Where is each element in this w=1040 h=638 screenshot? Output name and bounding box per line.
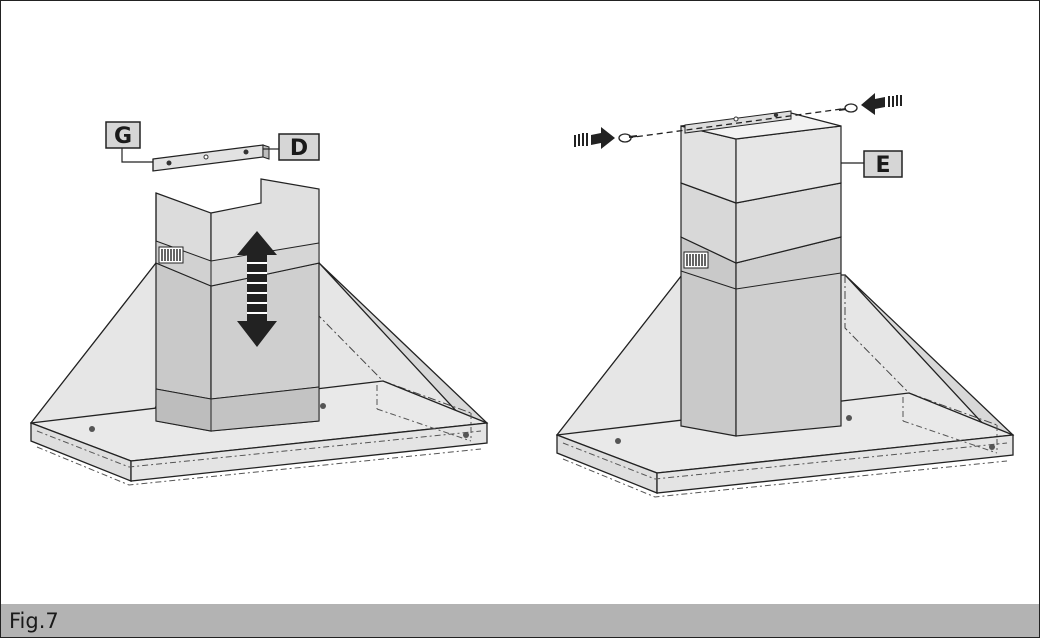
- label-d: D: [290, 136, 308, 161]
- screw-right: [838, 103, 858, 113]
- hood-left: [30, 144, 488, 486]
- hood-right-chimney: [680, 110, 864, 437]
- label-g-box: G: [105, 121, 141, 149]
- label-d-box: D: [278, 133, 320, 161]
- vent-grille-right: [683, 251, 709, 269]
- caption-bar: Fig.7: [1, 604, 1039, 637]
- arrow-right-icon: [574, 127, 615, 149]
- arrow-left-icon: [861, 93, 902, 115]
- installation-diagram: G D: [30, 93, 1014, 498]
- label-e: E: [875, 153, 890, 178]
- screw-left: [618, 107, 850, 143]
- label-g: G: [114, 124, 132, 149]
- label-e-box: E: [863, 150, 903, 178]
- adjust-height-arrow: [237, 231, 277, 347]
- figure-caption: Fig.7: [9, 609, 59, 633]
- mounting-bracket: [152, 144, 270, 172]
- vent-grille-left: [158, 246, 184, 264]
